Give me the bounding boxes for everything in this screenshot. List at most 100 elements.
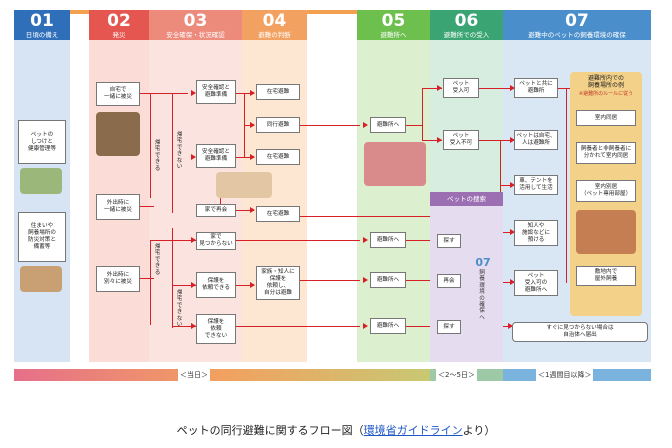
reunite-at-home-box: 家で再会 [196, 204, 236, 217]
example-shared-room-box: 室内同居 [576, 110, 636, 126]
header-07: 07 避難中のペットの飼養環境の確保 [503, 10, 651, 40]
prep-stockpile-box: 住まいや 飼養場所の 防災対策と 備蓄等 [18, 212, 66, 262]
shelter-with-pet-box: ペットと共に 避難所 [514, 78, 558, 98]
arrow-head [510, 137, 515, 143]
header-05-num: 05 [381, 11, 406, 31]
reunite-box: 再会 [437, 274, 461, 288]
header-02: 02 発災 [89, 10, 149, 40]
arrow-head [191, 90, 196, 96]
arrow-head [250, 282, 255, 288]
connector [500, 140, 514, 142]
cannot-request-protection-box: 保護を 依頼 できない [196, 314, 236, 344]
connector [500, 282, 514, 284]
timeline-day1-bar [14, 369, 430, 381]
connector [405, 125, 423, 127]
connector [236, 210, 254, 212]
arrow-head [250, 90, 255, 96]
safety-check-box-2: 安全確認と 避難準備 [196, 144, 236, 168]
arrow-head [510, 229, 515, 235]
arrow-head [510, 85, 515, 91]
arrow-head [510, 279, 515, 285]
connector [140, 93, 188, 95]
header-03-label: 安全確保・状況確認 [166, 31, 225, 39]
arrow-head [508, 323, 513, 329]
connector [150, 240, 198, 242]
search-box-2: 探す [437, 320, 461, 334]
search-box-1: 探す [437, 234, 461, 248]
arrow-head [191, 282, 196, 288]
connector [500, 185, 514, 187]
header-07-num: 07 [565, 11, 589, 31]
header-02-num: 02 [107, 11, 131, 31]
connector [140, 278, 154, 280]
pet-home-person-shelter-box: ペットは自宅、 人は避難所 [514, 130, 558, 150]
timeline-week1-label: ＜1週間目以降＞ [536, 369, 594, 381]
stay-home-box-3: 在宅避難 [256, 206, 300, 222]
header-01-num: 01 [30, 11, 54, 31]
connector [300, 216, 440, 218]
supplies-illustration [20, 266, 62, 292]
example-outdoor-box: 敷地内で 屋外飼養 [576, 266, 636, 286]
stay-home-box-1: 在宅避難 [256, 84, 300, 100]
arrow-head [437, 137, 442, 143]
header-02-label: 発災 [112, 31, 126, 39]
arrow-head [191, 323, 196, 329]
to-shelter-box-3: 避難所へ [370, 272, 406, 288]
timeline-day1-label: ＜当日＞ [178, 369, 210, 381]
connector [405, 280, 435, 282]
header-06: 06 避難所での受入 [430, 10, 503, 40]
arrow-head [363, 122, 368, 128]
header-03-num: 03 [183, 11, 208, 31]
header-05: 05 避難所へ [357, 10, 430, 40]
stay-home-box-2: 在宅避難 [256, 149, 300, 165]
cannot-return-home-1: 帰宅できない [176, 132, 183, 171]
arrow-head [191, 237, 196, 243]
pet-search-band: ペットの捜索 [430, 192, 503, 206]
cannot-return-home-2: 帰宅できない [176, 290, 183, 329]
sub-step-07-label: 飼養環境の確保へ [479, 270, 485, 321]
connector [236, 157, 254, 159]
can-request-protection-box: 保護を 依頼できる [196, 272, 236, 298]
disaster-at-home-box: 自宅で 一緒に被災 [96, 82, 140, 106]
to-pet-friendly-shelter-box: ペット 受入可の 避難所へ [514, 270, 558, 296]
header-06-num: 06 [454, 11, 479, 31]
header-03: 03 安全確保・状況確認 [149, 10, 242, 40]
column-bg-02 [89, 10, 149, 362]
evacuate-with-pet-box: 同行避難 [256, 117, 300, 133]
figure-caption: ペットの同行避難に関するフロー図（環境省ガイドラインより） [0, 422, 672, 438]
header-01-label: 日頃の備え [25, 31, 59, 39]
report-to-municipality-box: すぐに見つからない場合は 自治体へ届出 [512, 322, 648, 342]
connector [236, 240, 360, 242]
arrow-head [191, 154, 196, 160]
header-04-num: 04 [262, 11, 287, 31]
can-return-home-2: 帰宅できる [154, 244, 161, 276]
can-return-home-1: 帰宅できる [154, 140, 161, 172]
connector [422, 88, 424, 140]
connector [500, 232, 514, 234]
connector [236, 285, 254, 287]
connector [172, 228, 174, 328]
family-evacuating-illustration [364, 142, 426, 186]
arrow-head [363, 277, 368, 283]
arrow-head [437, 85, 442, 91]
connector [236, 326, 360, 328]
collapsed-house-illustration [96, 112, 140, 156]
arrow-head [250, 207, 255, 213]
shelter-cages-illustration [576, 210, 636, 254]
to-shelter-box-4: 避難所へ [370, 318, 406, 334]
connector [172, 93, 174, 213]
connector [566, 88, 568, 283]
examples-title: 避難所内での 飼養場所の例 [587, 75, 624, 89]
connector [150, 93, 152, 198]
pet-accepted-box: ペット 受入可 [443, 78, 479, 98]
guideline-link[interactable]: 環境省ガイドライン [363, 424, 463, 437]
disaster-outing-separate-box: 外出時に 別々に被災 [96, 266, 140, 292]
arrow-head [510, 182, 515, 188]
header-07-label: 避難中のペットの飼養環境の確保 [528, 31, 626, 39]
header-05-label: 避難所へ [380, 31, 407, 39]
to-shelter-box-2: 避難所へ [370, 232, 406, 248]
connector [478, 140, 500, 142]
connector [300, 125, 360, 127]
connector [244, 125, 254, 127]
connector [300, 280, 360, 282]
